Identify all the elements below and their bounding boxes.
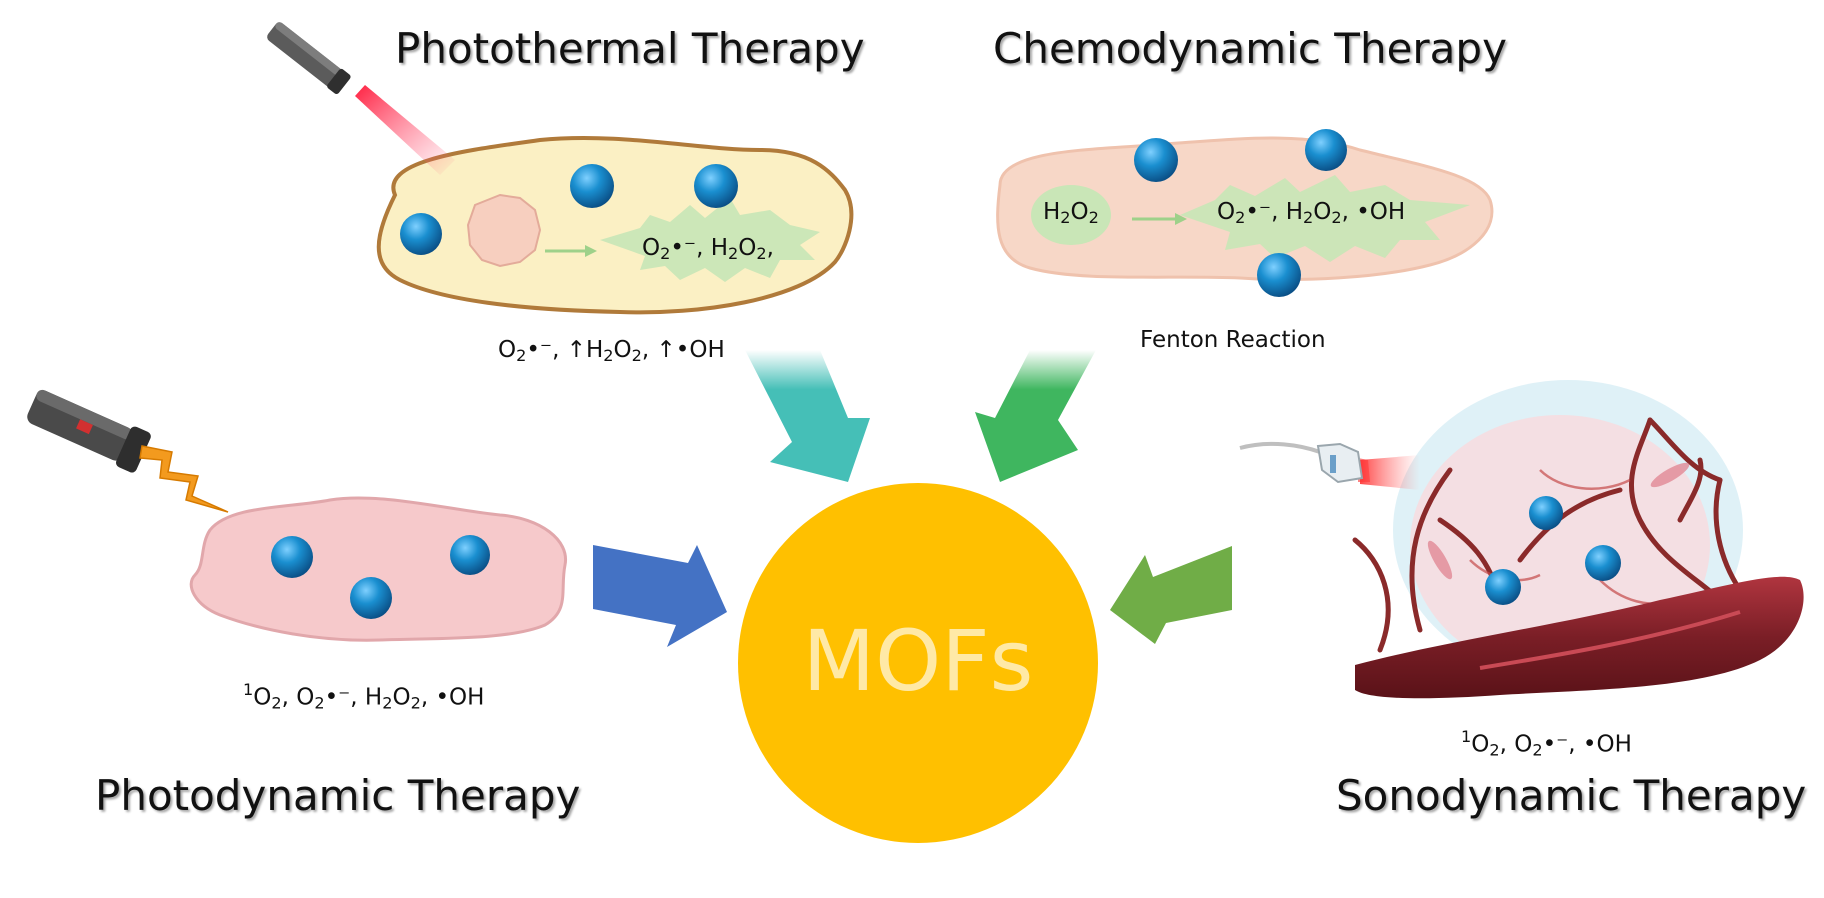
nanoparticle <box>694 164 738 208</box>
photodynamic-cell <box>189 496 568 642</box>
chemodynamic-burst-label: O2•⁻, H2O2, •OH <box>1217 199 1406 228</box>
nanoparticle <box>1305 129 1347 171</box>
photodynamic-products-label: 1O2, O2•⁻, H2O2, •OH <box>243 680 485 713</box>
title-sonodynamic: Sonodynamic Therapy <box>1336 771 1807 820</box>
chemodynamic-cell <box>996 129 1494 297</box>
chemodynamic-bubble-label: H2O2 <box>1043 199 1099 228</box>
arrow-sonodynamic <box>1110 546 1232 644</box>
flashlight-icon <box>27 389 151 473</box>
fenton-reaction-label: Fenton Reaction <box>1140 327 1326 353</box>
nanoparticle <box>1485 569 1521 605</box>
nanoparticle <box>450 535 490 575</box>
title-chemodynamic: Chemodynamic Therapy <box>993 24 1507 73</box>
laser-pointer-icon <box>267 22 455 175</box>
mofs-label: MOFs <box>803 612 1034 710</box>
h2o2-bubble <box>1031 185 1111 245</box>
nanoparticle <box>400 213 442 255</box>
lightning-icon <box>139 445 229 513</box>
nanoparticle <box>1257 253 1301 297</box>
nanoparticle <box>271 536 313 578</box>
title-photodynamic: Photodynamic Therapy <box>95 771 581 820</box>
nanoparticle <box>1529 496 1563 530</box>
sonodynamic-products-label: 1O2, O2•⁻, •OH <box>1461 727 1632 760</box>
nanoparticle <box>1585 545 1621 581</box>
nanoparticle <box>570 164 614 208</box>
title-photothermal: Photothermal Therapy <box>395 24 865 73</box>
photothermal-cell <box>376 135 854 315</box>
arrow-photothermal <box>745 350 870 482</box>
mofs-circle <box>738 483 1098 843</box>
ultrasound-probe-icon <box>1239 441 1420 490</box>
nanoparticle <box>1134 138 1178 182</box>
photothermal-products-label: O2•⁻, ↑H2O2, ↑•OH <box>498 337 725 366</box>
blood-vessel-branches <box>1352 417 1743 653</box>
nanoparticle <box>350 577 392 619</box>
arrow-photodynamic <box>593 545 727 647</box>
blood-vessel <box>1355 576 1804 699</box>
arrow-chemodynamic <box>975 350 1096 482</box>
sonodynamic-tumor <box>1352 380 1804 699</box>
photothermal-burst-label: O2•⁻, H2O2, <box>642 235 774 264</box>
